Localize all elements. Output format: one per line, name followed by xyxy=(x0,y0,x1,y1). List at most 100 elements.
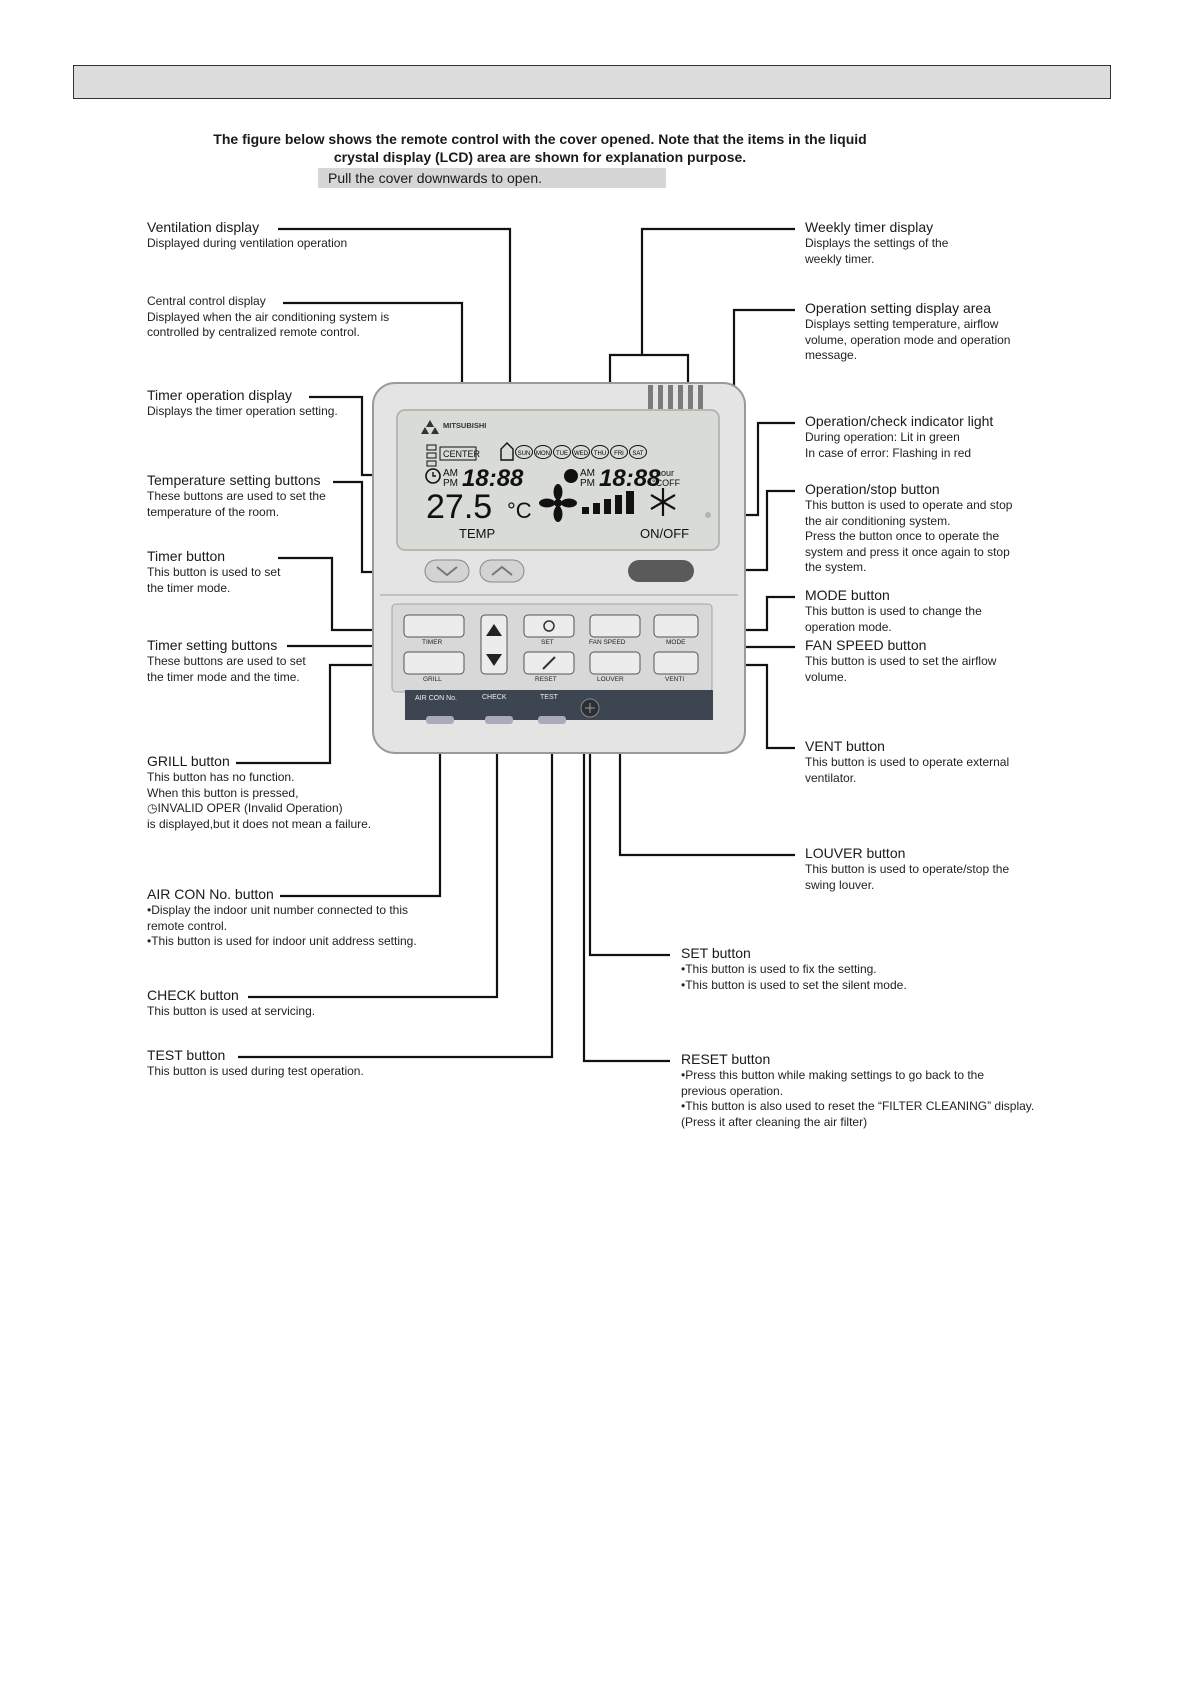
mode-button xyxy=(653,614,699,638)
weekday-fri: FRI xyxy=(614,451,624,457)
callout-aircon: AIR CON No. button •Display the indoor u… xyxy=(147,886,417,950)
callout-vent: VENT button This button is used to opera… xyxy=(805,738,1009,786)
callout-onoff: Operation/stop button This button is use… xyxy=(805,481,1012,576)
weekday-pill-thu xyxy=(591,445,609,459)
header-bar xyxy=(73,65,1111,99)
callout-title: CHECK button xyxy=(147,987,239,1003)
check-label: CHECK xyxy=(482,694,507,701)
callout-central: Central control display Displayed when t… xyxy=(147,294,389,341)
check-button xyxy=(485,716,513,724)
leader-test xyxy=(238,725,554,1059)
vent-slots xyxy=(648,385,703,409)
grill-button-label: GRILL xyxy=(423,676,442,683)
callout-title: Timer setting buttons xyxy=(147,637,278,653)
weekday-pill-tue xyxy=(553,445,571,459)
callout-desc: Displayed when the air conditioning syst… xyxy=(147,309,390,340)
lcd-temperature: 27.5 xyxy=(426,488,492,526)
callout-reset: RESET button •Press this button while ma… xyxy=(681,1051,1034,1130)
venti-button-label: VENTI xyxy=(665,676,684,683)
callout-title: LOUVER button xyxy=(805,845,906,861)
callout-timer-setting: Timer setting buttons These buttons are … xyxy=(147,637,306,685)
temp-label: TEMP xyxy=(459,526,495,541)
callout-desc: Displays the settings of the weekly time… xyxy=(805,236,949,266)
callout-desc: During operation: Lit in green In case o… xyxy=(805,430,972,460)
weekday-pill-fri xyxy=(610,445,628,459)
callout-desc: This button is used to change the operat… xyxy=(805,604,982,634)
onoff-button xyxy=(628,560,694,582)
timer-button xyxy=(403,614,465,638)
louver-button xyxy=(589,651,641,675)
callout-desc: These buttons are used to set the temper… xyxy=(147,489,326,519)
callout-title: VENT button xyxy=(805,738,885,754)
off-label: °COFF xyxy=(652,478,681,488)
test-button xyxy=(538,716,566,724)
callout-title: SET button xyxy=(681,945,751,961)
am-label: AM xyxy=(443,468,458,479)
lcd-area xyxy=(396,409,720,551)
weekday-pill-mon xyxy=(534,445,552,459)
callout-title: Ventilation display xyxy=(147,219,260,235)
ventilation-icon xyxy=(500,442,514,461)
callout-title: Operation/check indicator light xyxy=(805,413,994,429)
intro-text: The figure below shows the remote contro… xyxy=(150,130,930,166)
lcd-time-2: 18:88 xyxy=(599,465,661,492)
callout-title: MODE button xyxy=(805,587,890,603)
callout-timer-op: Timer operation display Displays the tim… xyxy=(147,387,338,420)
callout-title: Central control display xyxy=(147,294,266,308)
indicator-light xyxy=(705,512,711,518)
set-button-label: SET xyxy=(541,639,554,646)
callout-title: FAN SPEED button xyxy=(805,637,927,653)
aircon-no-label: AIR CON No. xyxy=(415,695,457,702)
callout-title: Timer button xyxy=(147,548,226,564)
temp-up-button xyxy=(479,559,525,583)
callout-desc: These buttons are used to set the timer … xyxy=(147,654,306,684)
pm-label-2: PM xyxy=(580,478,595,489)
callout-title: Operation/stop button xyxy=(805,481,940,497)
leader-check xyxy=(248,725,499,999)
reset-button-label: RESET xyxy=(535,676,557,683)
am-label-2: AM xyxy=(580,468,595,479)
weekday-pill-wed xyxy=(572,445,590,459)
callout-desc: Displayed during ventilation operation xyxy=(147,236,348,250)
lcd-temp-unit: °C xyxy=(507,498,532,523)
intro-line-1: The figure below shows the remote contro… xyxy=(213,131,867,147)
center-frame xyxy=(439,446,477,461)
brand-text: MITSUBISHI xyxy=(443,421,486,430)
pm-label: PM xyxy=(443,478,458,489)
weekday-mon: MON xyxy=(536,451,550,457)
callout-desc: Displays the timer operation setting. xyxy=(147,404,338,418)
callout-desc: Displays setting temperature, airflow vo… xyxy=(805,317,1011,362)
louver-button-label: LOUVER xyxy=(597,676,624,683)
test-label: TEST xyxy=(540,694,559,701)
callout-title: Weekly timer display xyxy=(805,219,934,235)
onoff-label: ON/OFF xyxy=(640,526,689,541)
callout-title: GRILL button xyxy=(147,753,230,769)
callout-check: CHECK button This button is used at serv… xyxy=(147,987,315,1020)
grill-button xyxy=(403,651,465,675)
clock-icon xyxy=(425,468,441,484)
callout-desc: This button is used to set the airflow v… xyxy=(805,654,997,684)
weekday-sun: SUN xyxy=(518,451,531,457)
callout-timer-button: Timer button This button is used to set … xyxy=(147,548,280,596)
leader-grill xyxy=(236,663,405,765)
fan-speed-button-label: FAN SPEED xyxy=(589,639,626,646)
callout-louver: LOUVER button This button is used to ope… xyxy=(805,845,1009,893)
callout-mode: MODE button This button is used to chang… xyxy=(805,587,982,635)
cooling-icon xyxy=(650,488,676,516)
venti-button xyxy=(653,651,699,675)
callout-fanspeed: FAN SPEED button This button is used to … xyxy=(805,637,996,685)
bottom-strip xyxy=(405,690,713,720)
callout-desc: This button is used during test operatio… xyxy=(147,1064,364,1078)
aircon-no-button xyxy=(426,716,454,724)
callout-desc: This button has no function. When this b… xyxy=(147,770,372,831)
leader-weekly-a xyxy=(640,227,795,355)
weekday-thu: THU xyxy=(594,451,606,457)
timer-button-label: TIMER xyxy=(422,639,443,646)
set-button xyxy=(523,614,575,638)
center-label: CENTER xyxy=(443,449,481,459)
callout-title: Temperature setting buttons xyxy=(147,472,321,488)
weekday-sat: SAT xyxy=(632,451,644,457)
callout-title: AIR CON No. button xyxy=(147,886,274,902)
callout-title: TEST button xyxy=(147,1047,226,1063)
